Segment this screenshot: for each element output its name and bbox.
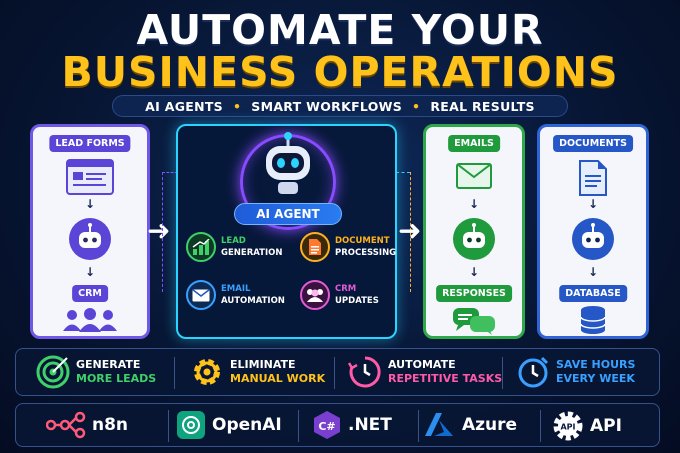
api-badge-text: API: [560, 423, 575, 432]
users-icon: [63, 308, 117, 332]
gear-icon: [194, 359, 220, 385]
n8n-logo: [46, 411, 86, 439]
tech-label: .NET: [348, 415, 392, 435]
benefit-title: SAVE HOURS: [556, 358, 636, 371]
connector-line: [396, 172, 410, 173]
database-label: DATABASE: [559, 285, 627, 302]
flow-arrow: ↓: [84, 265, 96, 279]
form-icon: [66, 159, 114, 195]
tech-dotnet: C# .NET: [312, 410, 392, 440]
documents-panel: DOCUMENTS ↓ ↓ DATABASE: [537, 124, 649, 339]
benefit-subtitle: REPETITIVE TASKS: [388, 372, 503, 385]
document-icon: [579, 160, 607, 196]
benefit-subtitle: EVERY WEEK: [556, 372, 635, 385]
envelope-icon: [186, 280, 216, 310]
tech-n8n: n8n: [46, 410, 128, 440]
lead-forms-label: LEAD FORMS: [49, 135, 131, 152]
flow-arrow: ↓: [587, 265, 599, 279]
headline-line-1: AUTOMATE YOUR: [136, 6, 544, 54]
documents-label: DOCUMENTS: [553, 135, 633, 152]
robot-icon: [572, 218, 614, 260]
timer-icon: [518, 356, 549, 388]
emails-panel: EMAILS ↓ ↓ RESPONSES: [423, 124, 525, 339]
flow-arrow-right: ➜: [147, 214, 171, 247]
tech-label: API: [590, 416, 622, 436]
ai-agent-panel: AI AGENT LEAD GENERATION DOCUMENT PROCESSI…: [176, 124, 397, 339]
database-icon: [580, 306, 606, 334]
emails-label: EMAILS: [448, 135, 500, 152]
feature-title: CRM: [335, 284, 357, 294]
csharp-badge-text: C#: [318, 420, 335, 433]
tagline-item: SMART WORKFLOWS: [251, 98, 403, 114]
tech-label: OpenAI: [212, 415, 282, 435]
feature-email-automation: EMAIL AUTOMATION: [186, 280, 285, 310]
benefit-title: AUTOMATE: [388, 358, 456, 371]
tech-azure: Azure: [422, 410, 517, 440]
feature-subtitle: PROCESSING: [335, 248, 397, 258]
divider: [298, 410, 299, 442]
divider: [174, 357, 175, 389]
feature-document-processing: DOCUMENT PROCESSING: [300, 232, 396, 262]
flow-arrow: ↓: [468, 265, 480, 279]
clock-icon: [348, 356, 381, 388]
responses-label: RESPONSES: [436, 285, 512, 302]
ai-agent-label: AI AGENT: [234, 203, 342, 225]
flow-arrow: ↓: [84, 197, 96, 211]
tech-openai: OpenAI: [176, 410, 282, 440]
feature-subtitle: UPDATES: [335, 296, 379, 306]
benefit-subtitle: MANUAL WORK: [230, 372, 326, 385]
connector-line: [410, 172, 411, 292]
api-gear-icon: API: [553, 411, 583, 441]
connector-line: [162, 172, 178, 173]
feature-crm-updates: CRM UPDATES: [300, 280, 379, 310]
tagline-bar: AI AGENTS • SMART WORKFLOWS • REAL RESUL…: [112, 95, 568, 117]
chat-bubbles-icon: [453, 308, 495, 335]
crm-label: CRM: [72, 285, 108, 302]
lead-forms-panel: LEAD FORMS ↓ ↓ CRM: [30, 124, 150, 339]
divider: [168, 410, 169, 442]
feature-lead-generation: LEAD GENERATION: [186, 232, 282, 262]
feature-title: DOCUMENT: [335, 236, 390, 246]
tech-api: API API: [552, 410, 622, 442]
headline-line-2: BUSINESS OPERATIONS: [61, 48, 619, 96]
tagline-item: REAL RESULTS: [430, 98, 535, 114]
ai-robot-icon: [266, 132, 310, 194]
tech-stack-bar: n8n OpenAI C# .NET Azure API API: [15, 403, 660, 447]
divider: [540, 410, 541, 442]
growth-chart-icon: [186, 232, 216, 262]
benefit-subtitle: MORE LEADS: [76, 372, 157, 385]
robot-icon: [69, 218, 111, 260]
feature-title: EMAIL: [221, 284, 251, 294]
feature-subtitle: AUTOMATION: [221, 296, 285, 306]
azure-logo: [425, 413, 453, 436]
divider: [334, 357, 335, 389]
robot-icon: [453, 218, 495, 260]
divider: [502, 357, 503, 389]
divider: [418, 410, 419, 442]
feature-title: LEAD: [221, 236, 246, 246]
flow-arrow-right: ➜: [398, 214, 422, 247]
flow-arrow: ↓: [468, 197, 480, 211]
tagline-item: AI AGENTS: [145, 98, 223, 114]
csharp-logo: C#: [314, 411, 340, 439]
openai-logo: [177, 411, 205, 439]
connector-line: [162, 172, 163, 292]
benefit-title: GENERATE: [76, 358, 141, 371]
tech-label: n8n: [92, 415, 129, 435]
benefit-title: ELIMINATE: [230, 358, 296, 371]
team-icon: [300, 280, 330, 310]
document-icon: [300, 232, 330, 262]
flow-arrow: ↓: [587, 197, 599, 211]
tagline-separator: •: [232, 98, 242, 114]
tech-label: Azure: [462, 415, 518, 435]
tagline-separator: •: [412, 98, 421, 114]
envelope-icon: [456, 163, 492, 189]
feature-subtitle: GENERATION: [221, 248, 283, 258]
target-icon: [36, 355, 70, 389]
